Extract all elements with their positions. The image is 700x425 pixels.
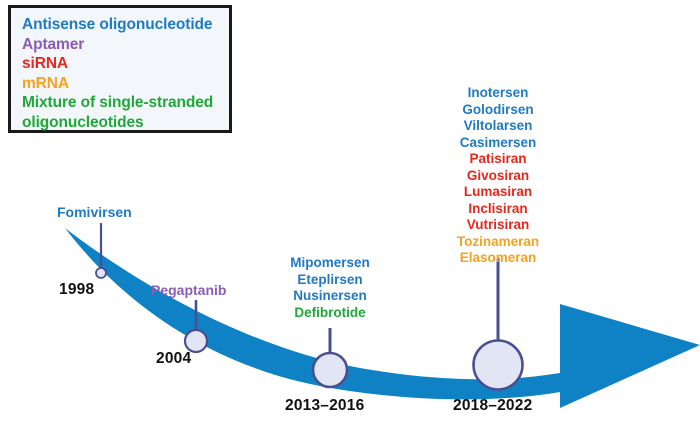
drug-label-inotersen: Inotersen [467, 85, 529, 100]
drug-label-tozinameran: Tozinameran [456, 233, 540, 249]
milestone-node-2018-2022[interactable] [472, 339, 524, 391]
drug-label-fomivirsen: Fomivirsen [57, 204, 132, 220]
year-label-2004: 2004 [156, 350, 192, 367]
legend-item-mixture-line1: Mixture of single-stranded [22, 94, 214, 111]
drug-label-viltolarsen: Viltolarsen [463, 118, 533, 133]
milestone-node-2013-2016[interactable] [311, 351, 349, 389]
legend-item-aptamer: Aptamer [22, 35, 85, 53]
drug-label-casimersen: Casimersen [459, 134, 537, 150]
arrow-body-shape [65, 228, 700, 408]
milestone-node-1998[interactable] [95, 267, 107, 279]
drug-label-mipomersen: Mipomersen [290, 255, 370, 270]
drug-label-patisiran: Patisiran [469, 151, 527, 166]
legend-item-antisense-oligonucleotide: Antisense oligonucleotide [22, 16, 213, 33]
drug-label-golodirsen: Golodirsen [462, 101, 534, 117]
drug-label-eteplirsen: Eteplirsen [297, 271, 363, 287]
drug-label-lumasiran: Lumasiran [463, 184, 533, 199]
legend-item-mrna: mRNA [22, 74, 69, 92]
drug-label-vutrisiran: Vutrisiran [466, 217, 530, 232]
drug-label-givosiran: Givosiran [466, 167, 530, 183]
drug-label-defibrotide: Defibrotide [294, 304, 366, 320]
milestone-node-2004[interactable] [183, 328, 209, 354]
drug-label-nusinersen: Nusinersen [293, 288, 367, 303]
year-label-2013-2016: 2013–2016 [285, 397, 365, 414]
drug-label-elasomeran: Elasomeran [459, 250, 537, 265]
legend-box: Antisense oligonucleotide Aptamer siRNA … [8, 5, 232, 133]
drug-cluster-2018-2022: Inotersen Golodirsen Viltolarsen Casimer… [418, 85, 578, 267]
drug-label-inclisiran: Inclisiran [468, 200, 528, 216]
legend-item-sirna: siRNA [22, 55, 69, 72]
year-label-2018-2022: 2018–2022 [453, 397, 533, 414]
year-label-1998: 1998 [59, 281, 95, 298]
drug-cluster-2013-2016: Mipomersen Eteplirsen Nusinersen Defibro… [250, 255, 410, 321]
legend-item-mixture-line2: oligonucleotides [22, 113, 144, 131]
drug-label-pegaptanib: Pegaptanib [151, 282, 227, 298]
